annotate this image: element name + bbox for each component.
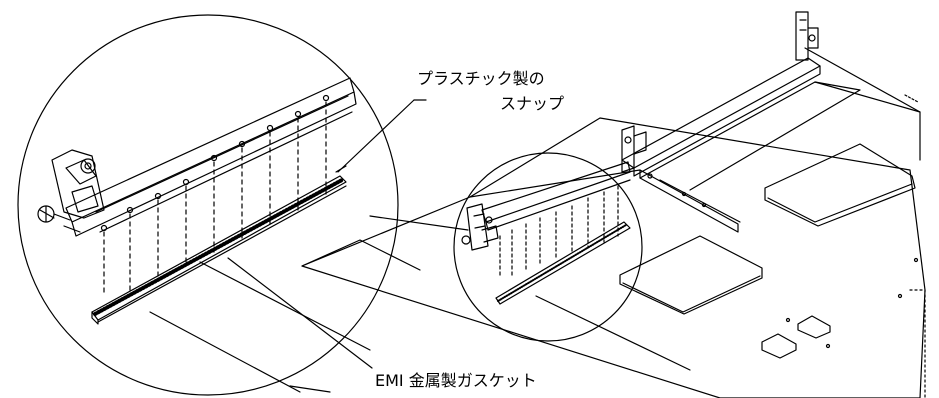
small-gasket [495,221,631,305]
board-pad-4 [797,315,831,339]
large-rail [65,77,357,237]
large-snap-holes [126,94,330,214]
snap-label-line2: スナップ [500,94,565,113]
magnified-detail-circle [17,14,469,396]
snap-leader-line [337,99,415,173]
gasket-leader-line [227,257,373,369]
board-pad-3 [301,239,421,271]
large-emi-gasket [91,175,347,325]
small-rail [481,161,631,223]
small-bracket-latch [461,203,499,251]
card-assembly [301,11,926,398]
large-bracket-latch [37,149,105,233]
circuit-board [301,117,926,398]
small-detail-circle [453,152,643,342]
zoom-connector-bottom [289,385,331,393]
top-rail [621,57,921,191]
gasket-label: EMI 金属製ガスケット [375,371,537,390]
mid-bracket [621,125,647,173]
board-right-edge [804,47,921,161]
snap-label-line1: プラスチック製の [417,69,545,88]
board-pad-2 [619,235,763,315]
lower-rail [639,169,741,233]
zoom-connector-top [369,215,469,231]
board-pad-5 [761,333,797,359]
large-alignment-dashes [103,101,327,297]
board-pad-1 [764,143,916,227]
top-latch [795,11,819,61]
